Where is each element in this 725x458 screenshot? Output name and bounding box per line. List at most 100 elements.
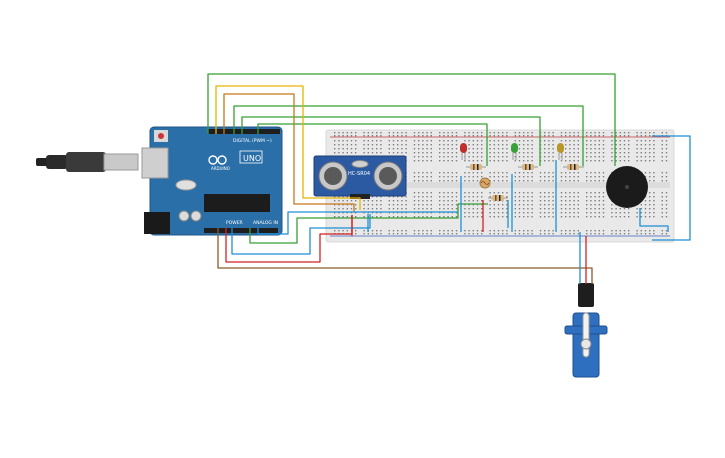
breadboard-hole <box>489 140 491 142</box>
breadboard-hole <box>594 132 596 134</box>
breadboard-hole <box>334 140 336 142</box>
breadboard-hole <box>565 135 567 137</box>
breadboard-hole <box>342 208 344 210</box>
breadboard-hole <box>355 152 357 154</box>
breadboard-hole <box>527 160 529 162</box>
breadboard-hole <box>573 148 575 150</box>
breadboard-hole <box>544 192 546 194</box>
breadboard-hole <box>602 172 605 174</box>
breadboard-hole <box>388 196 390 198</box>
breadboard-hole <box>506 132 508 134</box>
breadboard-hole <box>342 204 344 206</box>
breadboard-hole <box>472 152 474 154</box>
breadboard-hole <box>594 148 596 150</box>
breadboard-hole <box>514 172 516 174</box>
breadboard-hole <box>565 176 567 178</box>
breadboard-hole <box>338 140 340 142</box>
breadboard-hole <box>523 135 525 137</box>
breadboard-hole <box>573 156 575 158</box>
breadboard-hole <box>489 135 491 137</box>
breadboard-hole <box>439 140 441 142</box>
breadboard-hole <box>577 233 579 235</box>
breadboard-hole <box>497 172 500 174</box>
breadboard-hole <box>451 148 453 150</box>
breadboard-hole <box>514 230 516 232</box>
breadboard-hole <box>447 233 449 235</box>
breadboard-hole <box>443 152 445 154</box>
breadboard-hole <box>439 208 441 210</box>
breadboard-hole <box>401 204 403 206</box>
breadboard-hole <box>422 180 424 182</box>
breadboard-hole <box>653 144 655 146</box>
breadboard-hole <box>447 204 449 206</box>
breadboard-hole <box>552 208 554 210</box>
breadboard-hole <box>565 144 567 146</box>
wire-blue-rail <box>257 211 458 235</box>
breadboard-hole <box>422 176 424 178</box>
breadboard-hole <box>405 208 407 210</box>
breadboard-hole <box>426 233 428 235</box>
breadboard-hole <box>586 230 588 232</box>
breadboard-hole <box>586 200 588 202</box>
breadboard-hole <box>560 233 563 235</box>
breadboard-hole <box>464 204 466 206</box>
breadboard-hole <box>502 208 504 210</box>
breadboard-hole <box>338 200 340 202</box>
breadboard-hole <box>481 148 483 150</box>
breadboard-hole <box>518 152 521 154</box>
breadboard-hole <box>661 230 663 232</box>
breadboard-hole <box>489 212 491 214</box>
breadboard-hole <box>338 212 340 214</box>
breadboard-hole <box>443 212 445 214</box>
breadboard-hole <box>476 156 479 158</box>
breadboard-hole <box>644 216 647 218</box>
breadboard-hole <box>602 233 605 235</box>
breadboard-hole <box>464 216 466 218</box>
breadboard-hole <box>653 200 655 202</box>
breadboard-hole <box>611 152 613 154</box>
breadboard-hole <box>552 196 554 198</box>
breadboard-hole <box>523 140 525 142</box>
breadboard-hole <box>653 216 655 218</box>
breadboard-hole <box>611 204 613 206</box>
breadboard-hole <box>392 230 395 232</box>
breadboard-hole <box>514 200 516 202</box>
usb-cable <box>36 152 139 172</box>
breadboard-hole <box>342 135 344 137</box>
breadboard-hole <box>573 200 575 202</box>
breadboard-hole <box>598 144 600 146</box>
breadboard-hole <box>573 160 575 162</box>
breadboard-hole <box>644 148 647 150</box>
breadboard-hole <box>497 192 500 194</box>
breadboard-hole <box>476 212 479 214</box>
breadboard-hole <box>573 132 575 134</box>
breadboard-hole <box>514 156 516 158</box>
breadboard-hole <box>350 200 353 202</box>
breadboard-hole <box>594 135 596 137</box>
breadboard-hole <box>363 140 365 142</box>
breadboard-hole <box>569 196 571 198</box>
breadboard-hole <box>401 132 403 134</box>
breadboard-hole <box>569 144 571 146</box>
breadboard-hole <box>401 148 403 150</box>
breadboard-hole <box>661 233 663 235</box>
breadboard-hole <box>338 135 340 137</box>
breadboard-hole <box>523 196 525 198</box>
breadboard-hole <box>342 216 344 218</box>
breadboard-hole <box>586 140 588 142</box>
breadboard-hole <box>565 196 567 198</box>
breadboard-hole <box>640 216 642 218</box>
breadboard-hole <box>346 196 348 198</box>
breadboard-hole <box>481 208 483 210</box>
breadboard-hole <box>489 204 491 206</box>
breadboard-hole <box>367 208 369 210</box>
breadboard-hole <box>388 204 390 206</box>
breadboard-hole <box>338 144 340 146</box>
breadboard-hole <box>380 216 382 218</box>
breadboard-hole <box>355 204 357 206</box>
breadboard-hole <box>565 233 567 235</box>
breadboard-hole <box>350 212 353 214</box>
breadboard-hole <box>506 204 508 206</box>
breadboard-hole <box>430 180 432 182</box>
